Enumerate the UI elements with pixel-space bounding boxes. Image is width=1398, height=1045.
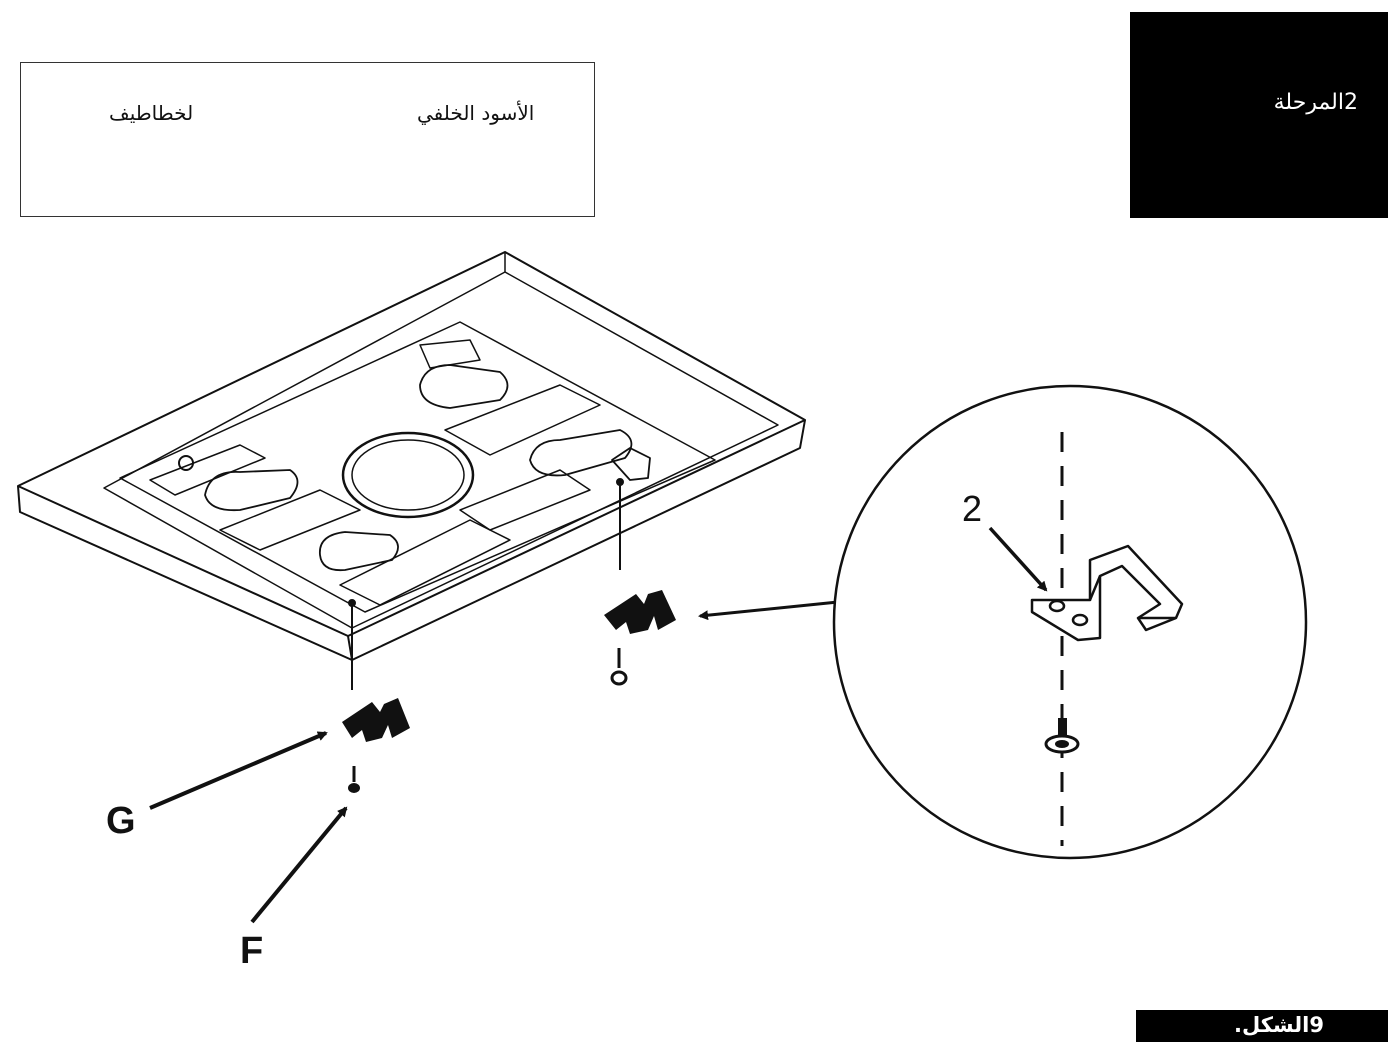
detail-circle (832, 384, 1308, 860)
tray-panel (17, 251, 806, 661)
detail-screw-icon (1044, 718, 1080, 754)
arrow-g (149, 731, 328, 810)
arrow-detail (698, 600, 839, 621)
arrow-f (250, 806, 348, 924)
callout-f: F (240, 930, 264, 972)
detail-number-label: 2 (962, 488, 983, 529)
screw-f-icon (348, 766, 360, 793)
callout-g: G (106, 800, 136, 842)
figure-label: 9الشكل. (1233, 1013, 1324, 1037)
black-back-label: الأسود الخلفي (417, 101, 535, 125)
step-label: 2المرحلة (1273, 90, 1358, 115)
hook-right-shape (604, 590, 676, 634)
bracket-detail-shape (1030, 544, 1184, 642)
parts-label-box: لخطاطيف الأسود الخلفي (20, 62, 595, 217)
hooks-label: لخطاطيف (109, 101, 194, 125)
step-box: 2المرحلة (1130, 12, 1388, 218)
figure-label-box: 9الشكل. (1136, 1010, 1388, 1042)
screw-right-icon (610, 648, 628, 686)
hook-g-shape (342, 698, 410, 742)
